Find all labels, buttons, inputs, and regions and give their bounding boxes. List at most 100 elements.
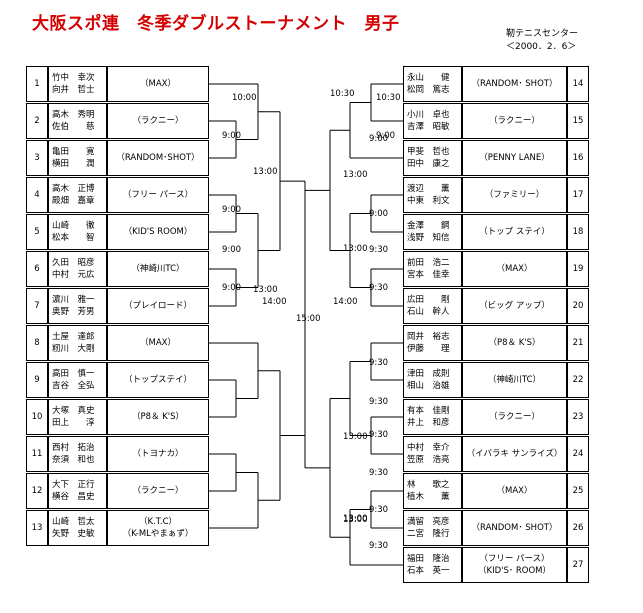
player-name: 林 歌之	[407, 480, 450, 490]
player-name: 高木 秀明	[52, 110, 95, 120]
club-name: （ラクニー）	[107, 473, 209, 509]
seed-number-text: 23	[572, 412, 584, 422]
match-time-label: 13:00	[343, 515, 368, 525]
seed-number-text: 17	[572, 190, 584, 200]
club-name-text: （神崎川TC）	[487, 375, 542, 385]
player-name: 山崎 徹	[52, 221, 95, 231]
club-name: （イバラキ サンライズ）	[462, 436, 567, 472]
player-names: 甲斐 哲也田中 康之	[403, 140, 462, 176]
seed-number: 13	[26, 510, 48, 546]
club-name-text: （MAX）	[496, 486, 533, 496]
club-name: （MAX）	[462, 473, 567, 509]
match-time-label: 9:00	[369, 209, 389, 219]
player-name: 土屋 達郎	[52, 332, 95, 342]
club-name-text: （K.T.C）	[138, 517, 178, 527]
match-time-label: 10:30	[376, 93, 401, 103]
match-time-label: 9:00	[222, 283, 242, 293]
player-name: 西村 拓治	[52, 443, 95, 453]
player-name: 松岡 篤志	[407, 85, 450, 95]
seed-number: 22	[567, 362, 589, 398]
player-name: 吉谷 全弘	[52, 381, 95, 391]
seed-number-text: 27	[572, 560, 584, 570]
seed-number-text: 16	[572, 153, 584, 163]
club-name: （RANDOM･ SHOT）	[462, 510, 567, 546]
club-name: （フリー パース）	[107, 177, 209, 213]
player-name: 福田 隆治	[407, 554, 450, 564]
player-names: 久田 昭彦中村 元広	[48, 251, 107, 287]
club-name-text: （PENNY LANE）	[479, 153, 550, 163]
seed-number-text: 6	[34, 264, 40, 274]
club-name-text: （プレイロード）	[123, 301, 192, 311]
club-name: （P8＆ K'S）	[462, 325, 567, 361]
seed-number-text: 21	[572, 338, 584, 348]
player-names: 有本 佳剛井上 和彦	[403, 399, 462, 435]
club-name-text: （RANDOM･SHOT）	[116, 153, 200, 163]
venue-label: 靭テニスセンター	[506, 29, 579, 39]
club-name-text: （トップ ステイ）	[479, 227, 550, 237]
player-name: 植木 薫	[407, 492, 450, 502]
seed-number-text: 2	[34, 116, 40, 126]
club-name: （MAX）	[462, 251, 567, 287]
player-names: 竹中 幸次向井 哲士	[48, 66, 107, 102]
player-names: 山崎 哲太矢野 史敏	[48, 510, 107, 546]
player-name: 田中 康之	[407, 159, 450, 169]
seed-number: 2	[26, 103, 48, 139]
seed-number: 19	[567, 251, 589, 287]
player-name: 金澤 鋼	[407, 221, 450, 231]
player-name: 笠原 浩亮	[407, 455, 450, 465]
club-name-text: （ラクニー）	[488, 116, 540, 126]
seed-number: 18	[567, 214, 589, 250]
player-name: 殿畑 嘉章	[52, 196, 95, 206]
club-name: （ビッグ アップ）	[462, 288, 567, 324]
player-name: 岡井 裕志	[407, 332, 450, 342]
seed-number-text: 18	[572, 227, 584, 237]
player-name: 中村 幸介	[407, 443, 450, 453]
match-time-label: 13:00	[343, 432, 368, 442]
player-name: 永山 健	[407, 73, 450, 83]
player-name: 宮本 佳幸	[407, 270, 450, 280]
seed-number-text: 7	[34, 301, 40, 311]
player-names: 金澤 鋼浅野 知信	[403, 214, 462, 250]
club-name: （トヨナカ）	[107, 436, 209, 472]
player-name: 有本 佳剛	[407, 406, 450, 416]
player-name: 甲斐 哲也	[407, 147, 450, 157]
player-names: 濵川 雅一奥野 芳男	[48, 288, 107, 324]
club-name: （フリー パース）（KID'S･ ROOM）	[462, 547, 567, 583]
club-name-text: （RANDOM･ SHOT）	[471, 523, 558, 533]
seed-number: 14	[567, 66, 589, 102]
seed-number-text: 20	[572, 301, 584, 311]
club-name: （MAX）	[107, 325, 209, 361]
seed-number-text: 12	[31, 486, 43, 496]
player-name: 高木 正博	[52, 184, 95, 194]
player-name: 相山 治雄	[407, 381, 450, 391]
match-time-label: 13:00	[253, 167, 278, 177]
seed-number-text: 13	[31, 523, 43, 533]
club-name-text: （トヨナカ）	[132, 449, 184, 459]
player-name: 濵川 雅一	[52, 295, 95, 305]
club-name: （MAX）	[107, 66, 209, 102]
player-name: 高田 慎一	[52, 369, 95, 379]
player-name: 中東 利文	[407, 196, 450, 206]
club-name: （神崎川TC）	[107, 251, 209, 287]
club-name-text: （ラクニー）	[132, 486, 184, 496]
seed-number: 11	[26, 436, 48, 472]
player-names: 渡辺 薫中東 利文	[403, 177, 462, 213]
player-name: 渡辺 薫	[407, 184, 450, 194]
club-name-text: （KID'S ROOM）	[123, 227, 193, 237]
seed-number: 27	[567, 547, 589, 583]
player-names: 永山 健松岡 篤志	[403, 66, 462, 102]
club-name-text: （MAX）	[496, 264, 533, 274]
seed-number: 26	[567, 510, 589, 546]
seed-number: 16	[567, 140, 589, 176]
player-names: 中村 幸介笠原 浩亮	[403, 436, 462, 472]
club-name-text: （神崎川TC）	[131, 264, 185, 274]
player-name: 矢野 史敏	[52, 529, 95, 539]
player-names: 亀田 寛横田 潤	[48, 140, 107, 176]
player-name: 山崎 哲太	[52, 517, 95, 527]
player-name: 石山 幹人	[407, 307, 450, 317]
club-name: （トップ ステイ）	[462, 214, 567, 250]
match-time-label: 10:30	[330, 89, 355, 99]
club-name-text: （フリー パース）	[479, 554, 550, 564]
seed-number-text: 25	[572, 486, 584, 496]
player-name: 大塚 真史	[52, 406, 95, 416]
